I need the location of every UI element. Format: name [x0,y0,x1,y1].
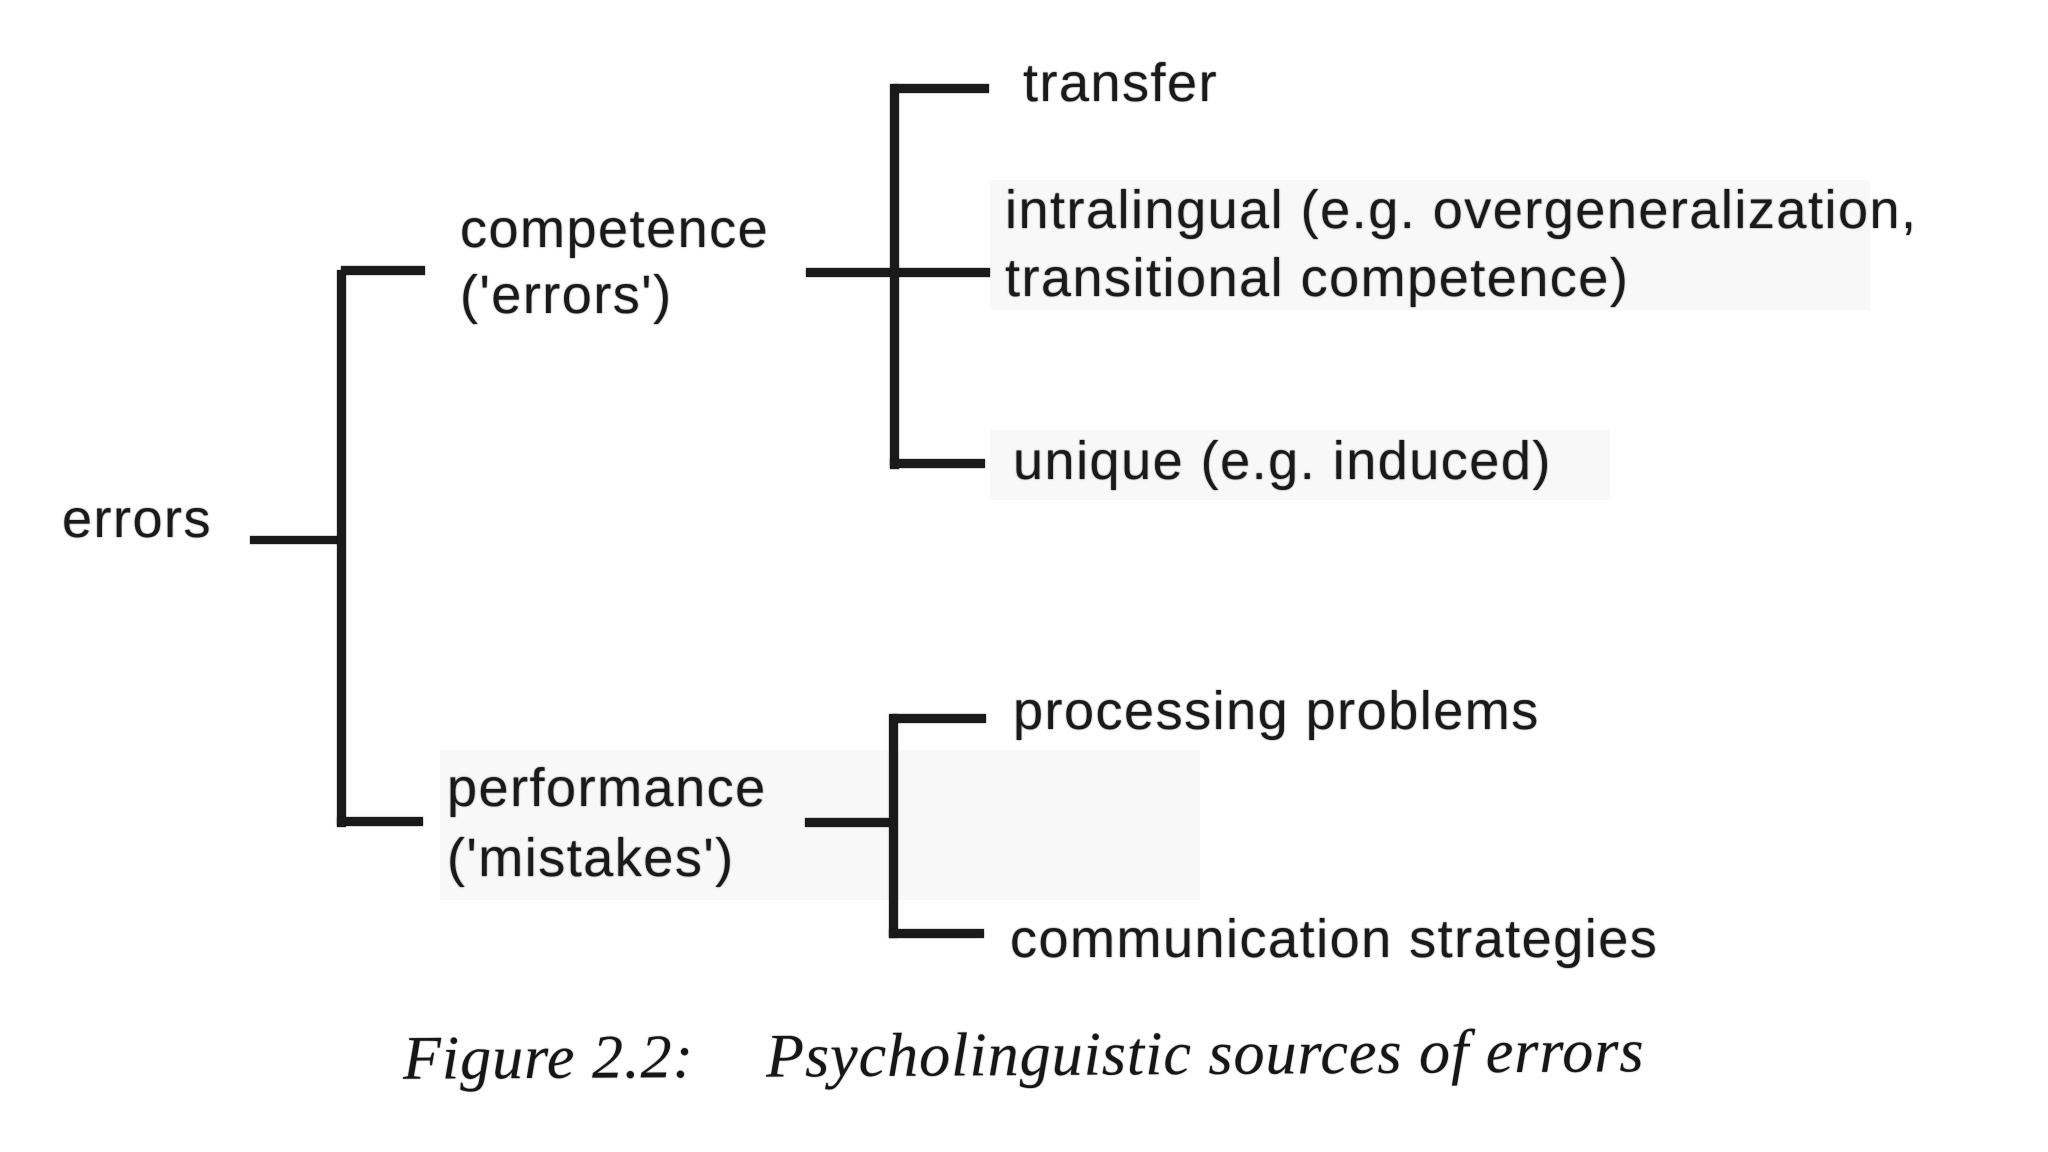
bracket-competence-children-vertical [890,84,899,469]
node-competence-line1: competence [460,199,770,259]
leaf-intralingual: intralingual (e.g. overgeneralization, t… [1005,176,1918,312]
node-competence: competence ('errors') [460,196,769,328]
node-competence-line2: ('errors') [460,265,673,325]
figure-caption: Figure 2.2: Psycholinguistic sources of … [403,1012,1645,1098]
root-node-errors: errors [62,489,213,549]
bracket-competence-children-top-tick [893,84,989,93]
leaf-transfer: transfer [1023,53,1219,113]
bracket-level1-vertical [337,270,346,827]
leaf-intralingual-line2: transitional competence) [1005,248,1630,308]
leaf-unique: unique (e.g. induced) [1013,431,1552,491]
bracket-level1-top-tick [341,266,425,275]
connector-root-horizontal [250,536,342,544]
leaf-intralingual-line1: intralingual (e.g. overgeneralization, [1005,180,1918,240]
node-performance: performance ('mistakes') [447,753,767,893]
leaf-processing-problems: processing problems [1013,681,1540,741]
bracket-performance-children-bottom-tick [889,929,984,938]
figure-caption-number: Figure 2.2: [402,1023,695,1093]
bracket-performance-children-top-tick [892,714,986,723]
scan-artifact-band [990,430,1610,500]
figure-caption-title: Psycholinguistic sources of errors [765,1017,1645,1091]
bracket-competence-children-bottom-tick [890,459,985,468]
node-performance-line2: ('mistakes') [447,828,735,888]
leaf-communication-strategies: communication strategies [1010,909,1659,969]
scan-artifact-band [990,180,1870,310]
bracket-performance-children-vertical [889,714,898,938]
bracket-level1-bottom-tick [337,817,423,826]
connector-performance-horizontal [805,818,897,827]
node-performance-line1: performance [447,758,767,818]
